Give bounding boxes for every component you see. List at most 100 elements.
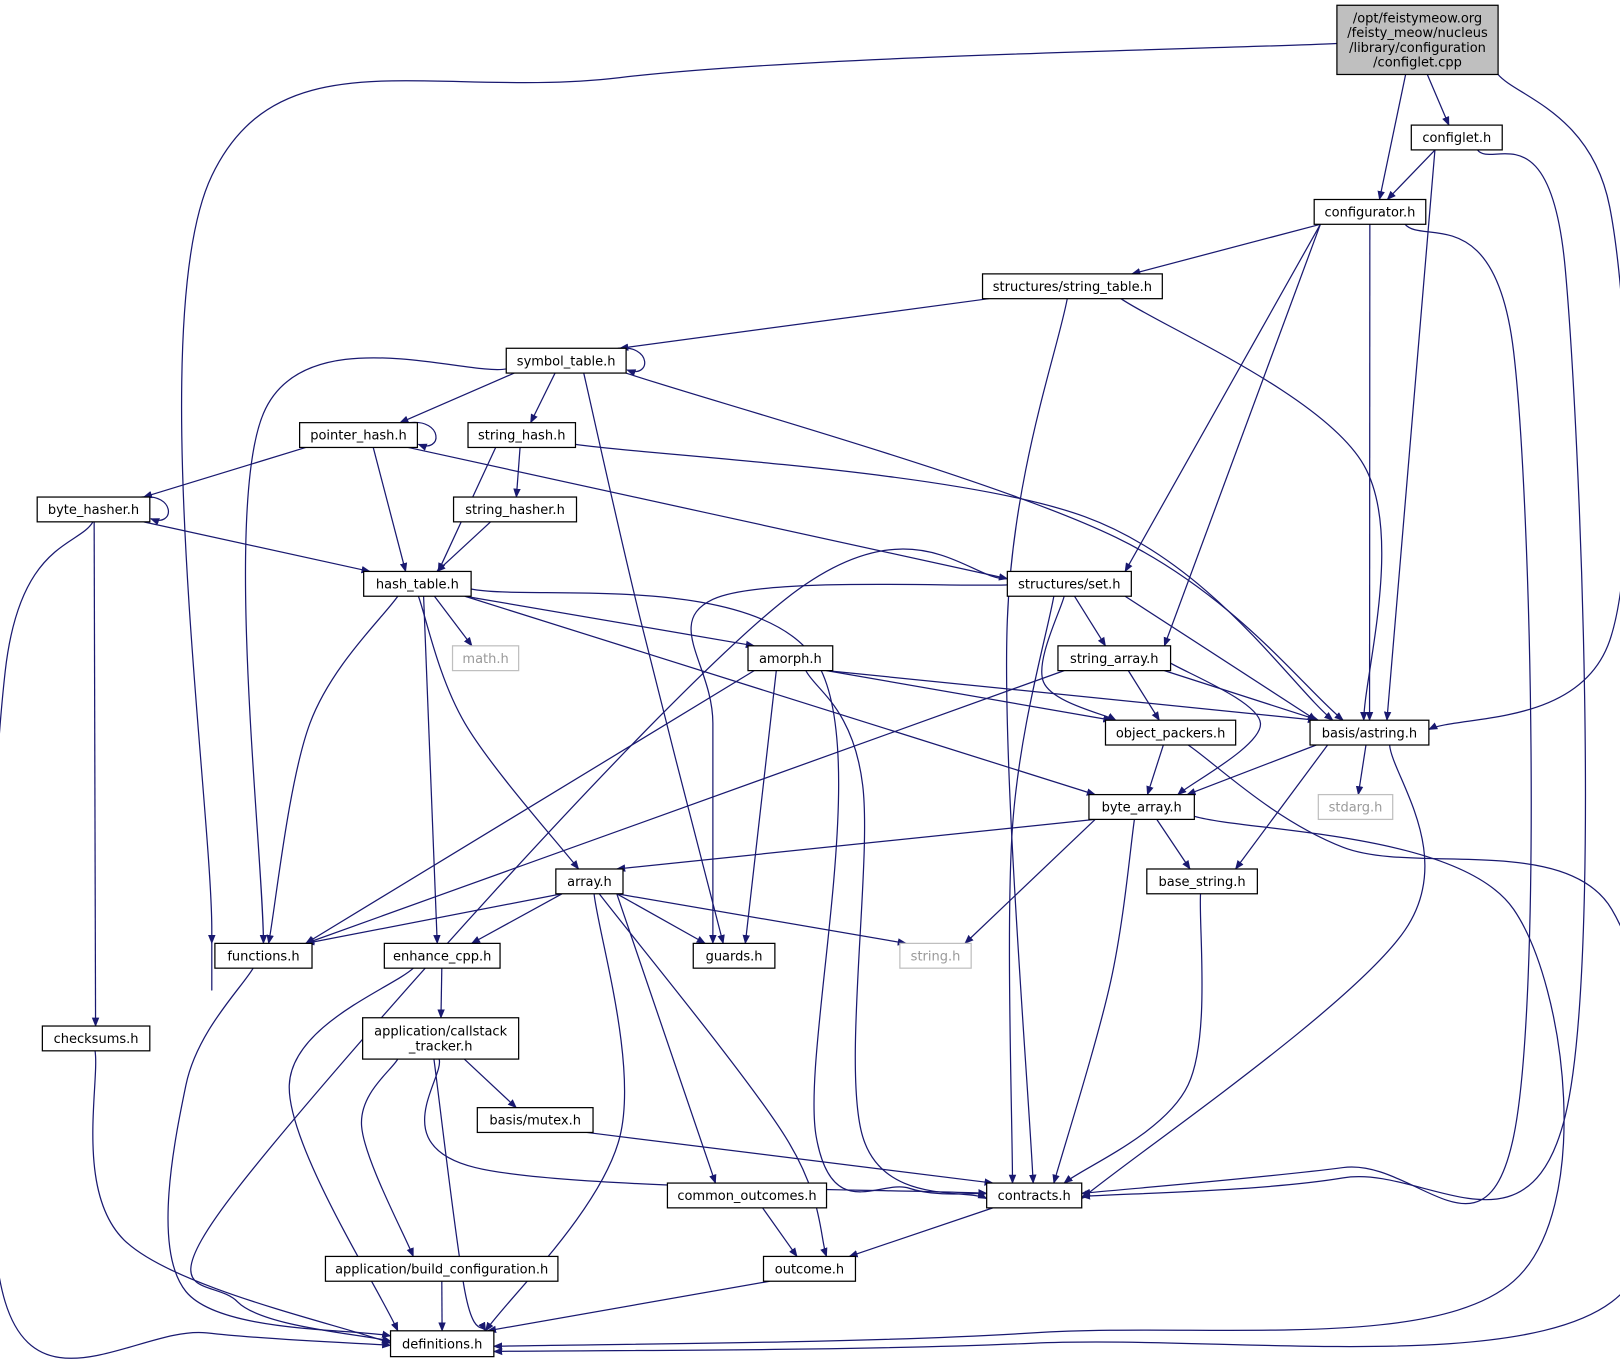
node-symbol_table_h[interactable]: symbol_table.h [505, 347, 627, 374]
node-enhance_cpp_h[interactable]: enhance_cpp.h [383, 942, 501, 969]
node-box [1313, 198, 1427, 225]
edge-hash_table_h-to-functions_h [266, 595, 399, 945]
node-configurator_h[interactable]: configurator.h [1313, 198, 1427, 225]
node-label: contracts.h [998, 1189, 1071, 1204]
node-label: enhance_cpp.h [393, 949, 491, 964]
node-callstack_tracker_h[interactable]: application/callstack_tracker.h [362, 1017, 520, 1060]
edge-configurator_h-to-set_h [1124, 223, 1321, 573]
edge-set_h-to-guards_h [690, 583, 1008, 945]
edge-amorph_h-to-guards_h [742, 670, 777, 945]
node-box [1317, 793, 1394, 821]
edge-set_h-to-astring_h [1124, 595, 1318, 721]
edge-byte_hasher_h-to-hash_table_h [143, 521, 371, 574]
edge-object_packers_h-to-byte_array_h [1146, 744, 1164, 796]
node-outcome_h[interactable]: outcome.h [762, 1255, 857, 1282]
edge-symbol_table_h-to-pointer_hash_h [399, 372, 515, 424]
node-box [476, 1107, 594, 1134]
edge-configurator_h-to-string_table_h [1131, 223, 1321, 276]
edge-amorph_h-to-functions_h [305, 670, 755, 944]
node-box [36, 496, 151, 523]
node-string_hash_h[interactable]: string_hash.h [467, 422, 577, 449]
node-build_configuration_h[interactable]: application/build_configuration.h [324, 1255, 559, 1282]
node-definitions_h[interactable]: definitions.h [389, 1330, 495, 1358]
node-hash_table_h[interactable]: hash_table.h [363, 570, 472, 597]
edge-string_array_h-to-functions_h [304, 670, 1065, 945]
node-math_h: math.h [451, 645, 520, 672]
node-string_table_h[interactable]: structures/string_table.h [981, 273, 1163, 300]
node-string_h: string.h [899, 942, 972, 969]
node-label: /feisty_meow/nucleus [1347, 26, 1488, 41]
edge-string_table_h-to-contracts_h [1005, 298, 1068, 1184]
node-amorph_h[interactable]: amorph.h [747, 645, 834, 672]
node-box [389, 1330, 495, 1358]
node-box [451, 645, 520, 672]
edge-callstack_tracker_h-to-build_configuration_h [360, 1058, 414, 1258]
edge-mutex_h-to-contracts_h [586, 1131, 994, 1186]
node-label: configlet.h [1422, 131, 1491, 146]
node-base_string_h[interactable]: base_string.h [1146, 868, 1258, 895]
node-box [1309, 719, 1430, 746]
edge-configlet_h-to-configurator_h [1386, 149, 1436, 201]
edge-byte_hasher_h-to-byte_hasher_h [141, 496, 169, 526]
node-label: byte_array.h [1102, 801, 1182, 816]
node-box [1336, 4, 1499, 76]
edge-string_hash_h-to-astring_h [575, 443, 1334, 721]
node-box [555, 868, 624, 895]
edge-base_string_h-to-contracts_h [1063, 893, 1203, 1184]
node-label: /configlet.cpp [1373, 56, 1462, 71]
node-astring_h[interactable]: basis/astring.h [1309, 719, 1430, 746]
node-mutex_h[interactable]: basis/mutex.h [476, 1107, 594, 1134]
node-box [41, 1025, 151, 1052]
node-label: /opt/feistymeow.org [1353, 12, 1482, 27]
node-label: outcome.h [775, 1262, 844, 1277]
node-label: structures/set.h [1018, 577, 1120, 592]
node-label: math.h [462, 652, 508, 667]
node-label: stdarg.h [1329, 801, 1383, 816]
edge-set_h-to-object_packers_h [1041, 596, 1117, 721]
node-label: guards.h [706, 949, 763, 964]
node-box [324, 1255, 559, 1282]
node-label: application/build_configuration.h [335, 1262, 548, 1277]
node-configlet_h[interactable]: configlet.h [1410, 124, 1503, 151]
edge-hash_table_h-to-byte_array_h [464, 595, 1097, 796]
node-array_h[interactable]: array.h [555, 868, 624, 895]
node-string_array_h[interactable]: string_array.h [1057, 645, 1172, 672]
node-byte_array_h[interactable]: byte_array.h [1088, 793, 1195, 821]
node-box [214, 942, 313, 969]
node-byte_hasher_h[interactable]: byte_hasher.h [36, 496, 151, 523]
edge-array_h-to-enhance_cpp_h [470, 893, 563, 944]
node-set_h[interactable]: structures/set.h [1006, 570, 1132, 597]
node-string_hasher_h[interactable]: string_hasher.h [452, 496, 578, 523]
node-box [1088, 793, 1195, 821]
edge-array_h-to-functions_h [304, 893, 563, 946]
node-root[interactable]: /opt/feistymeow.org/feisty_meow/nucleus /… [1336, 4, 1499, 76]
edge-array_h-to-outcome_h [598, 893, 828, 1258]
edge-symbol_table_h-to-symbol_table_h [617, 347, 646, 377]
edge-configlet_h-to-astring_h [1383, 149, 1436, 722]
edge-root-to-functions_h [180, 42, 1337, 991]
edge-astring_h-to-base_string_h [1235, 744, 1329, 870]
node-box [1410, 124, 1503, 151]
node-label: application/callstack [374, 1025, 507, 1040]
node-guards_h[interactable]: guards.h [692, 942, 776, 969]
edge-array_h-to-common_outcomes_h [616, 893, 717, 1184]
node-pointer_hash_h[interactable]: pointer_hash.h [298, 422, 419, 449]
node-label: structures/string_table.h [993, 280, 1152, 295]
node-box [1146, 868, 1258, 895]
edge-symbol_table_h-to-astring_h [625, 372, 1344, 721]
node-object_packers_h[interactable]: object_packers.h [1104, 719, 1237, 746]
edge-functions_h-to-definitions_h [167, 967, 392, 1338]
node-label: array.h [567, 875, 612, 890]
edge-string_hash_h-to-string_hasher_h [513, 447, 521, 498]
edge-hash_table_h-to-amorph_h [464, 595, 756, 649]
node-box [1057, 645, 1172, 672]
node-common_outcomes_h[interactable]: common_outcomes.h [666, 1182, 828, 1209]
edge-astring_h-to-byte_array_h [1186, 744, 1317, 796]
node-checksums_h[interactable]: checksums.h [41, 1025, 151, 1052]
node-functions_h[interactable]: functions.h [214, 942, 313, 969]
edge-string_array_h-to-byte_array_h [1167, 660, 1262, 796]
node-contracts_h[interactable]: contracts.h [986, 1182, 1083, 1209]
edge-set_h-to-string_array_h [1073, 595, 1107, 647]
edge-byte_hasher_h-to-checksums_h [91, 521, 100, 1027]
